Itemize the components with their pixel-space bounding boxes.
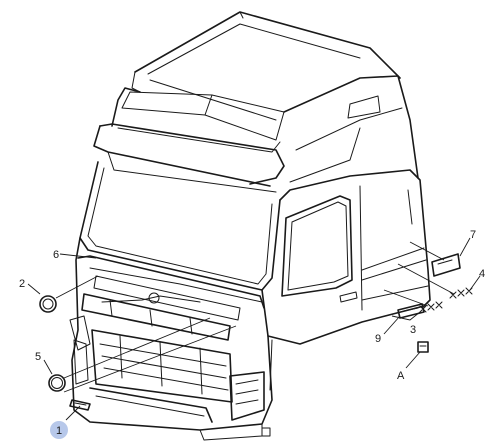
cab-roof [111, 11, 419, 183]
callout-3[interactable]: 3 [410, 324, 416, 336]
callout-1-highlight[interactable] [50, 421, 68, 439]
door-handle [339, 291, 358, 303]
upper-grille [81, 293, 231, 341]
part-5-emblem-ring [48, 374, 66, 392]
callout-a[interactable]: A [397, 370, 405, 382]
leader-lines [27, 237, 481, 421]
callout-9[interactable]: 9 [375, 333, 381, 345]
callout-5[interactable]: 5 [35, 351, 41, 363]
callout-4[interactable]: 4 [479, 268, 485, 280]
part-2-emblem-ring [39, 295, 57, 313]
callout-2[interactable]: 2 [19, 278, 25, 290]
callout-6[interactable]: 6 [53, 249, 59, 261]
door-window [281, 195, 353, 297]
sun-visor [93, 123, 285, 193]
part-4-lettering [449, 287, 473, 299]
cab-side [267, 169, 431, 391]
roof-vent [347, 95, 381, 119]
part-7-plate [431, 253, 461, 277]
callout-1[interactable]: 1 [56, 425, 62, 437]
part-1-badge [69, 399, 91, 411]
windshield [79, 161, 281, 291]
part-a-clip [417, 341, 429, 353]
part-9-plate [397, 303, 425, 319]
headlight-right [229, 371, 265, 421]
callout-7[interactable]: 7 [470, 229, 476, 241]
